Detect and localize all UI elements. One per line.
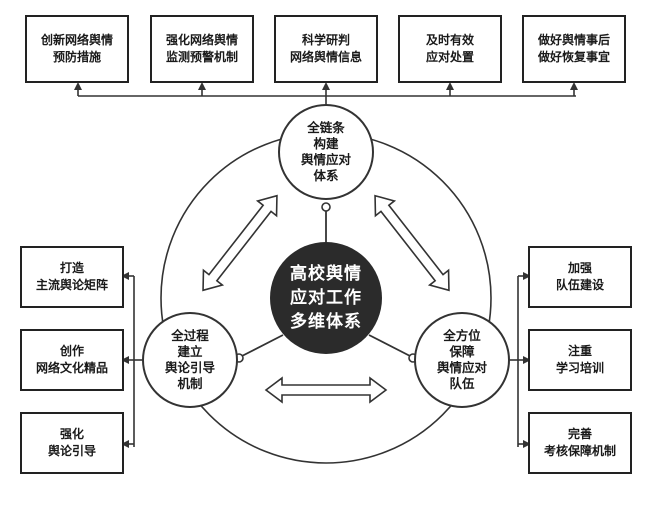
node-right-circle <box>414 312 510 408</box>
left-box-2: 创作 网络文化精品 <box>20 329 124 391</box>
double-arrow-upper-right <box>374 194 450 292</box>
right-box-2: 注重 学习培训 <box>528 329 632 391</box>
top-box-3: 科学研判 网络舆情信息 <box>274 15 378 83</box>
right-box-3: 完善 考核保障机制 <box>528 412 632 474</box>
double-arrow-bottom <box>264 376 388 404</box>
double-arrow-upper-left <box>202 194 278 292</box>
top-box-2-text: 强化网络舆情 监测预警机制 <box>165 33 238 64</box>
node-left-label: 全过程 建立 舆论引导 机制 <box>164 328 215 391</box>
spoke-left <box>239 334 284 358</box>
top-box-3-text: 科学研判 网络舆情信息 <box>289 33 362 64</box>
center-circle <box>270 242 382 354</box>
left-box-3-text: 强化 舆论引导 <box>47 427 96 458</box>
top-box-5-text: 做好舆情事后 做好恢复事宜 <box>537 33 610 64</box>
left-box-3: 强化 舆论引导 <box>20 412 124 474</box>
left-box-1: 打造 主流舆论矩阵 <box>20 246 124 308</box>
top-box-4: 及时有效 应对处置 <box>398 15 502 83</box>
node-right-label: 全方位 保障 舆情应对 队伍 <box>436 328 487 391</box>
top-box-1-text: 创新网络舆情 预防措施 <box>40 33 113 64</box>
node-left-circle <box>142 312 238 408</box>
node-top-circle <box>278 104 374 200</box>
top-box-4-text: 及时有效 应对处置 <box>425 33 474 64</box>
right-box-1: 加强 队伍建设 <box>528 246 632 308</box>
left-box-1-text: 打造 主流舆论矩阵 <box>35 261 108 292</box>
top-box-1: 创新网络舆情 预防措施 <box>25 15 129 83</box>
left-box-2-text: 创作 网络文化精品 <box>35 344 108 375</box>
right-box-1-text: 加强 队伍建设 <box>555 261 604 292</box>
top-box-2: 强化网络舆情 监测预警机制 <box>150 15 254 83</box>
center-label: 高校舆情 应对工作 多维体系 <box>290 264 362 332</box>
right-box-2-text: 注重 学习培训 <box>555 344 604 375</box>
right-box-3-text: 完善 考核保障机制 <box>543 427 616 458</box>
top-box-5: 做好舆情事后 做好恢复事宜 <box>522 15 626 83</box>
node-top-label: 全链条 构建 舆情应对 体系 <box>300 120 351 183</box>
spoke-top-dot <box>321 202 331 212</box>
spoke-right <box>368 334 413 358</box>
